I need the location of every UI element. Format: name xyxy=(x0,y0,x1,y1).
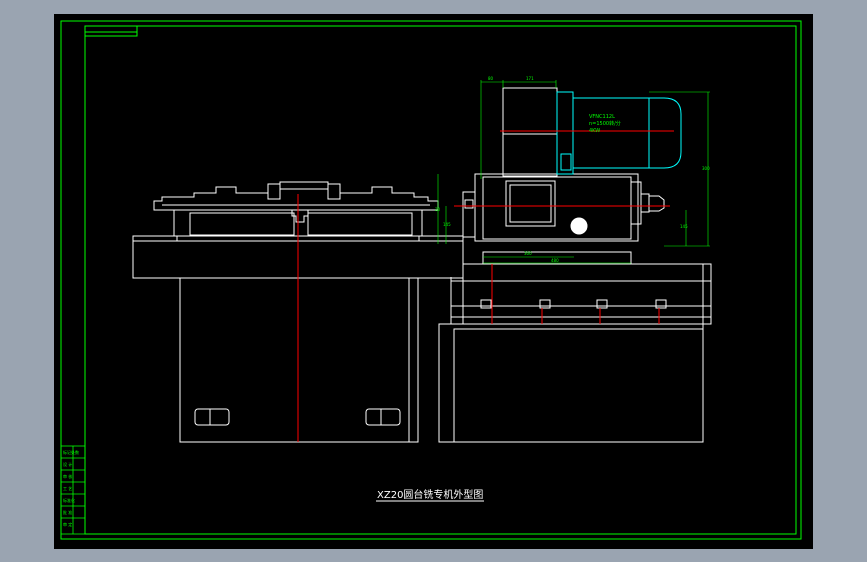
title-block-row: 设 计 xyxy=(63,461,72,467)
motor-power: 4KW xyxy=(589,128,600,134)
dim-label: 80 xyxy=(488,76,494,81)
head-carriage xyxy=(482,251,632,265)
inner-frame xyxy=(84,25,797,535)
slide-rail xyxy=(462,263,712,325)
drawing-title: XZ20圆台铣专机外型图 xyxy=(377,488,483,501)
slide-base xyxy=(438,263,712,443)
head-window xyxy=(505,180,556,227)
head-body xyxy=(474,173,639,242)
slide-clamp xyxy=(655,299,667,309)
dim-label: 300 xyxy=(524,251,532,256)
title-block-row: 批 准 xyxy=(63,509,72,515)
dim-label: 145 xyxy=(443,222,451,227)
dim-label: 171 xyxy=(526,76,534,81)
title-block-labels: 标记处数 设 计 审 核 工 艺 标准化 批 准 审 定 xyxy=(63,449,79,527)
drawing-title-group: XZ20圆台铣专机外型图 xyxy=(376,488,484,502)
dim-label: 145 xyxy=(680,224,688,229)
title-block-row: 标准化 xyxy=(63,497,75,503)
motor-speed: n=1500转/分 xyxy=(589,120,621,127)
slide-clamp xyxy=(596,299,608,309)
motor-end-cap xyxy=(649,97,682,169)
title-block-row: 审 定 xyxy=(63,521,72,527)
centerlines xyxy=(297,130,674,442)
slide-clamp xyxy=(539,299,551,309)
motor xyxy=(556,91,682,175)
cad-drawing: 标记处数 设 计 审 核 工 艺 标准化 批 准 审 定 xyxy=(60,20,802,540)
gearbox xyxy=(502,87,558,177)
corner-label-box xyxy=(84,25,138,37)
dim-label: 20 xyxy=(435,207,441,212)
left-base-cabinet xyxy=(179,277,419,443)
spindle-housing xyxy=(630,181,642,225)
motor-model: VFNC112L xyxy=(589,114,615,120)
right-handle xyxy=(365,408,401,426)
title-block-row: 工 艺 xyxy=(63,486,72,491)
handwheel xyxy=(570,217,588,235)
title-block-row: 标记处数 xyxy=(63,449,79,455)
motor-label: VFNC112L n=1500转/分 4KW xyxy=(589,114,621,134)
cad-viewport[interactable]: 标记处数 设 计 审 核 工 艺 标准化 批 准 审 定 xyxy=(54,14,813,549)
drawing-frame xyxy=(60,20,802,540)
title-block-row: 审 核 xyxy=(63,473,72,479)
dimension-labels: 80 171 300 145 20 145 300 480 xyxy=(435,76,710,263)
dim-label: 300 xyxy=(702,166,710,171)
spindle-cap xyxy=(648,195,665,212)
outer-frame xyxy=(60,20,802,540)
dimension-lines xyxy=(437,80,710,264)
spindle-nose xyxy=(640,193,650,213)
dim-label: 480 xyxy=(551,258,559,263)
left-handle xyxy=(194,408,230,426)
motor-body xyxy=(572,97,650,169)
title-block xyxy=(60,445,86,535)
milling-head xyxy=(462,87,665,265)
slide-base-cabinet xyxy=(438,323,704,443)
fixture-top xyxy=(153,181,439,211)
slide-clamp xyxy=(480,299,492,309)
